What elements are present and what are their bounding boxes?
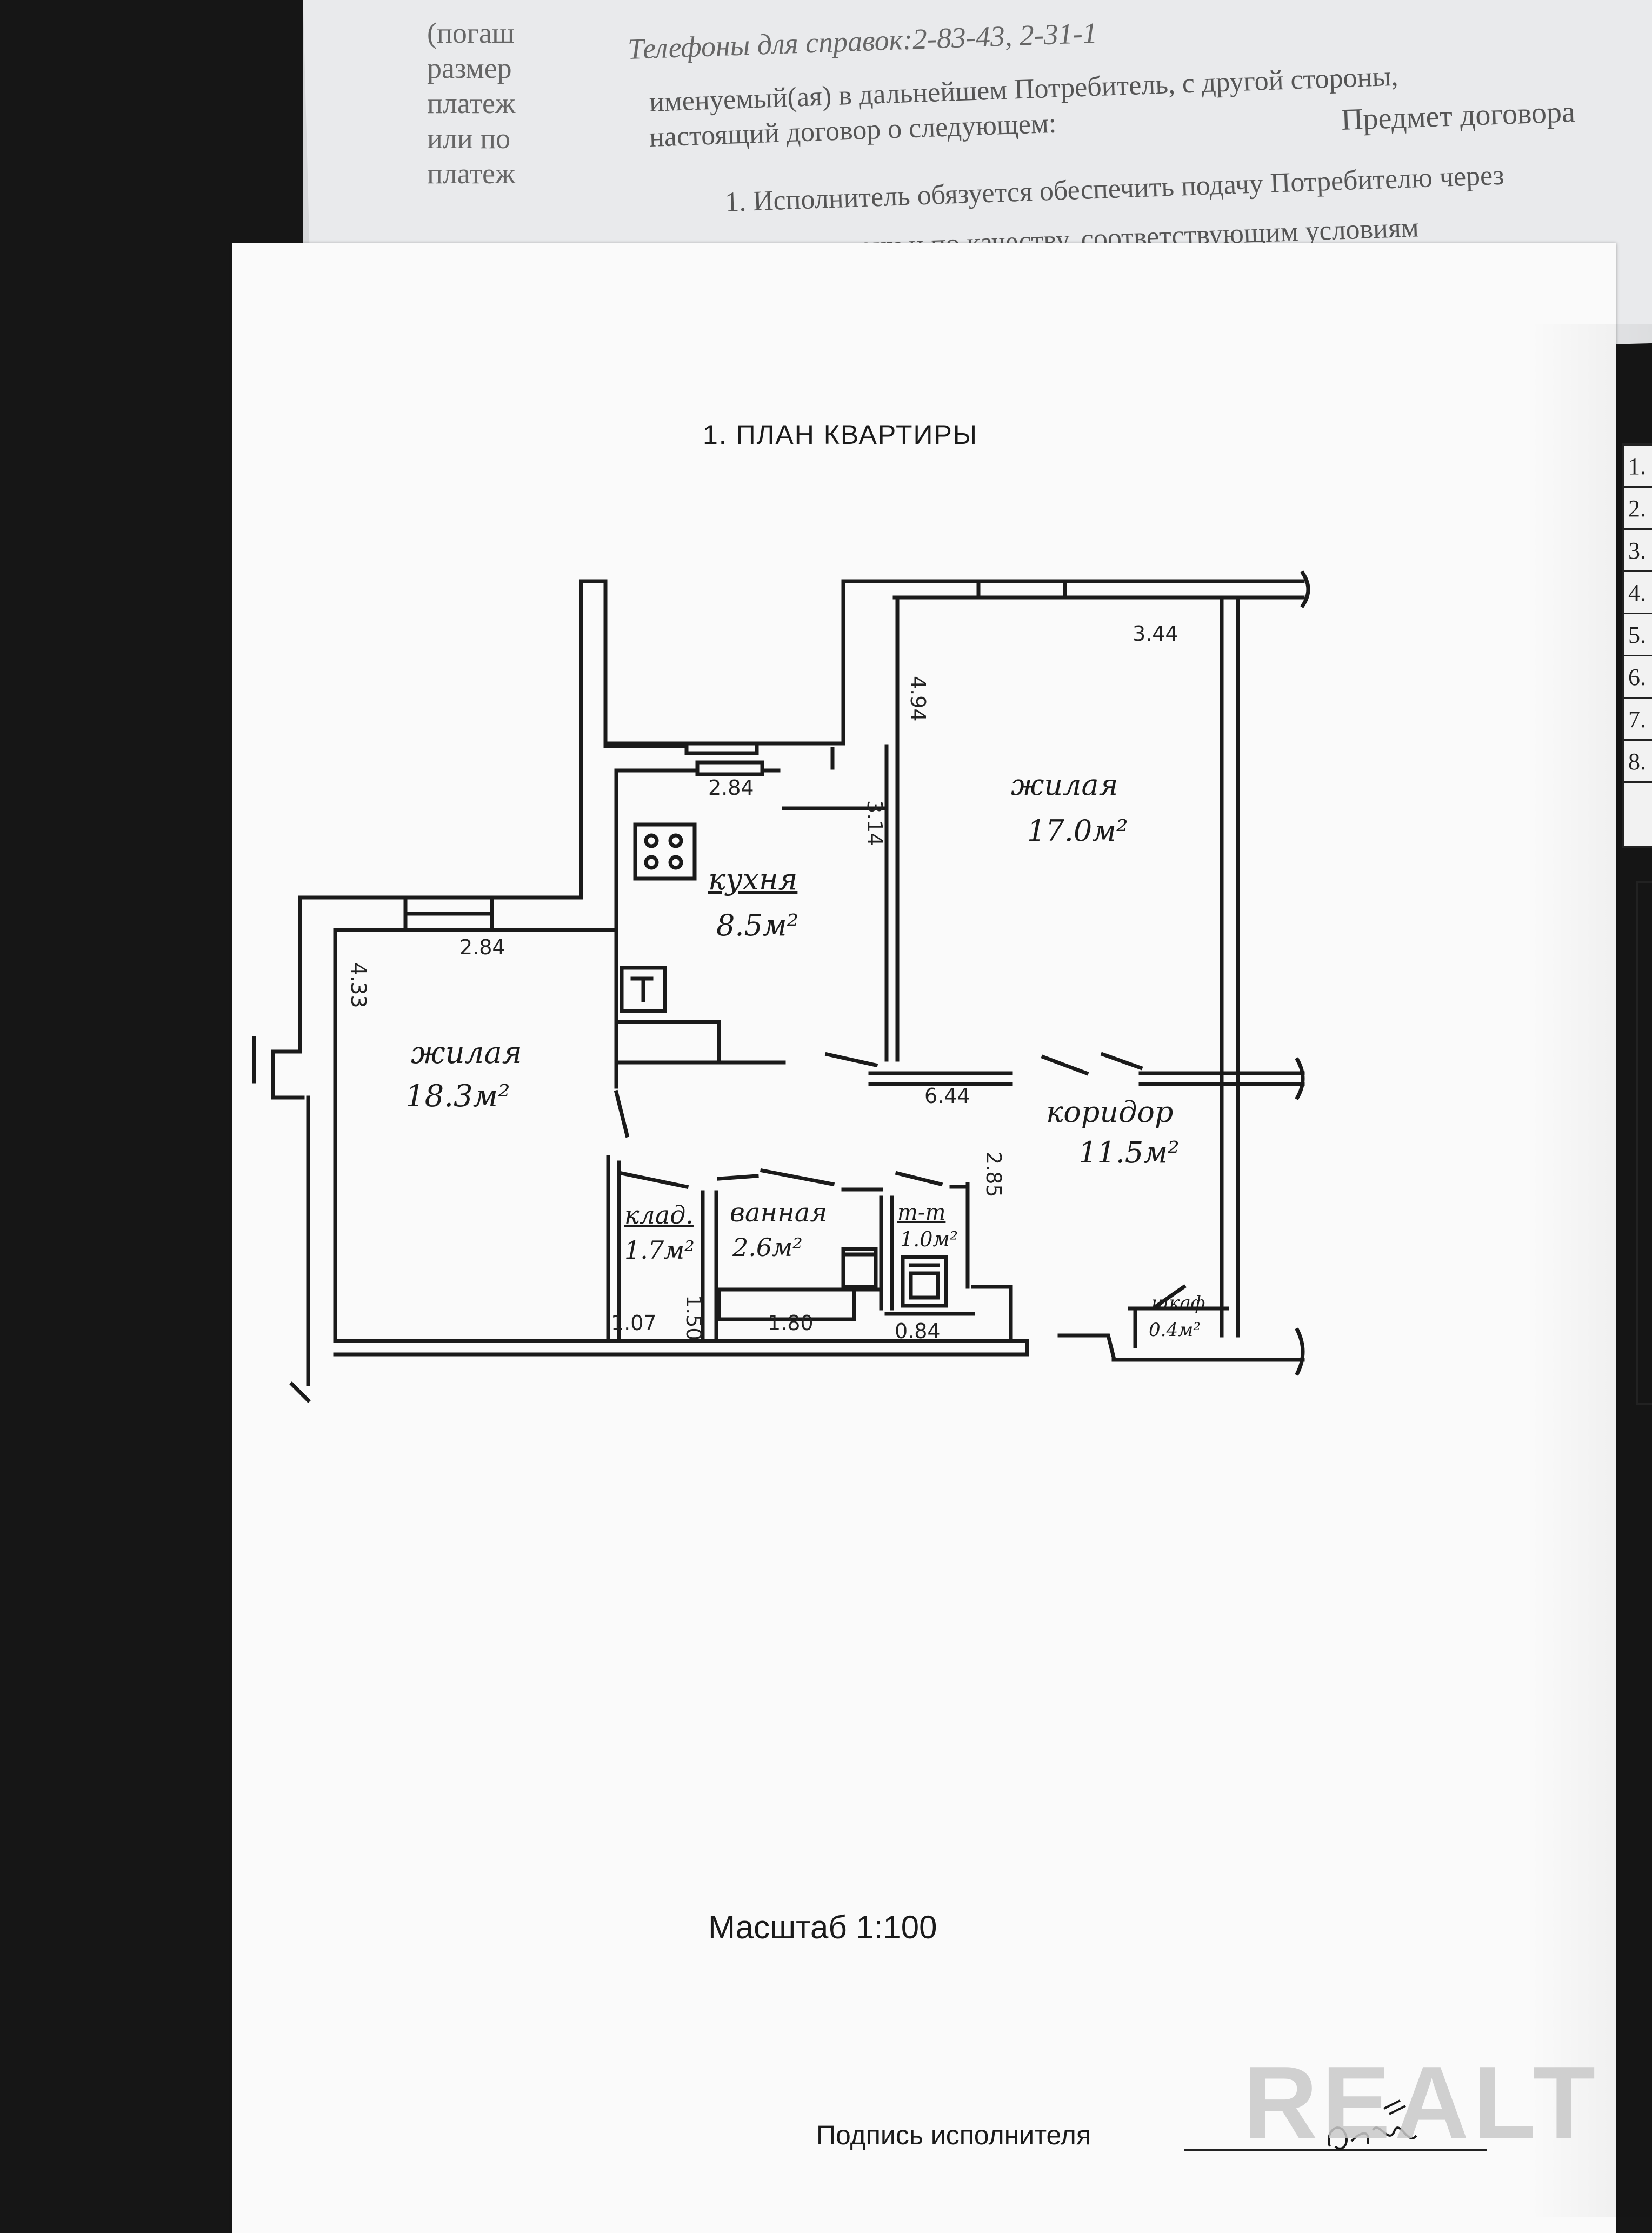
break-mark (289, 1381, 311, 1403)
door-leaf (1041, 1054, 1089, 1076)
wall (1057, 1333, 1116, 1360)
room-name-storage: клад. (624, 1200, 694, 1230)
wall (565, 579, 583, 900)
sink (620, 966, 667, 1013)
dimension-label: 4.33 (347, 962, 370, 1008)
room-area-bathroom: 2.6м² (732, 1233, 803, 1262)
table-row: 5. (1624, 614, 1652, 656)
stove (633, 822, 697, 881)
signature-label: Подпись исполнителя (816, 2120, 1091, 2150)
door-leaf (760, 1168, 835, 1187)
table-row: 4. (1624, 572, 1652, 614)
room-name-living-left: жилая (411, 1035, 522, 1071)
dimension-label: 1.80 (768, 1311, 814, 1335)
room-area-toilet: 1.0м² (900, 1227, 958, 1251)
bathtub (717, 1287, 856, 1321)
dimension-label: 1.07 (611, 1311, 657, 1335)
toilet (901, 1255, 948, 1308)
wall (971, 1285, 1013, 1343)
background-left-line: или по (427, 122, 511, 155)
room-name-living-right: жилая (1011, 768, 1118, 802)
room-area-storage: 1.7м² (624, 1235, 695, 1265)
burner (644, 855, 659, 870)
room-name-corridor: коридор (1046, 1095, 1174, 1129)
break-mark (1295, 1057, 1305, 1100)
break-mark (1295, 1327, 1305, 1376)
handwritten-signature (1328, 2099, 1417, 2150)
watermark-logo: REALT (1243, 2045, 1600, 2160)
dimension-label: 2.84 (708, 776, 754, 800)
room-area-living-right: 17.0м² (1027, 814, 1128, 848)
wall (717, 1174, 759, 1181)
door-leaf (895, 1171, 943, 1187)
table-row: 6. (1624, 656, 1652, 699)
dimension-label: 2.85 (982, 1152, 1005, 1198)
right-table-lower (1636, 881, 1652, 1405)
door-leaf (1154, 1284, 1187, 1308)
toilet-bowl (909, 1271, 940, 1300)
dimension-label: 4.94 (906, 676, 930, 722)
room-name-wardrobe: шкаф (1151, 1292, 1205, 1314)
window (695, 760, 764, 776)
table-row: 1. (1624, 446, 1652, 488)
dimension-label: 3.44 (1133, 622, 1178, 646)
table-row: 7. (1624, 699, 1652, 741)
floor-plan-sheet (232, 243, 1616, 2233)
dimension-label: 3.14 (863, 800, 887, 846)
door-leaf (1100, 1052, 1143, 1071)
burner (644, 833, 659, 848)
room-area-wardrobe: 0.4м² (1149, 1319, 1201, 1341)
room-name-toilet: т-т (897, 1200, 946, 1225)
burner (668, 833, 683, 848)
room-name-kitchen: кухня (708, 862, 798, 896)
room-area-corridor: 11.5м² (1078, 1135, 1180, 1169)
burner (668, 855, 683, 870)
plan-title: 1. ПЛАН КВАРТИРЫ (703, 420, 978, 450)
door-leaf (824, 1052, 878, 1068)
dimension-label: 0.84 (895, 1319, 941, 1343)
door-leaf (614, 1089, 630, 1138)
counter (614, 1020, 721, 1062)
dimension-label: 1.50 (682, 1295, 705, 1341)
break-mark (1300, 570, 1310, 608)
wall (579, 579, 897, 746)
signature-line (1184, 2149, 1487, 2151)
wall (271, 895, 305, 1100)
table-row: 2. (1624, 488, 1652, 530)
washbasin (841, 1247, 878, 1289)
background-left-line: размер (427, 52, 512, 84)
dimension-label: 2.84 (459, 935, 505, 959)
table-row: 8. (1624, 741, 1652, 783)
room-area-kitchen: 8.5м² (716, 908, 799, 942)
window (976, 579, 1067, 600)
background-left-line: платеж (427, 87, 516, 119)
background-left-line: (погаш (427, 17, 515, 49)
room-name-bathroom: ванная (730, 1198, 828, 1228)
right-table: 1. 2. 3. 4. 5. 6. 7. 8. (1622, 443, 1652, 848)
dimension-label: 6.44 (924, 1084, 970, 1108)
door-leaf (619, 1171, 689, 1189)
table-row: 3. (1624, 530, 1652, 572)
scale-label: Масштаб 1:100 (708, 1909, 937, 1945)
background-left-line: платеж (427, 157, 516, 190)
room-area-living-left: 18.3м² (405, 1079, 510, 1114)
window (684, 741, 759, 755)
